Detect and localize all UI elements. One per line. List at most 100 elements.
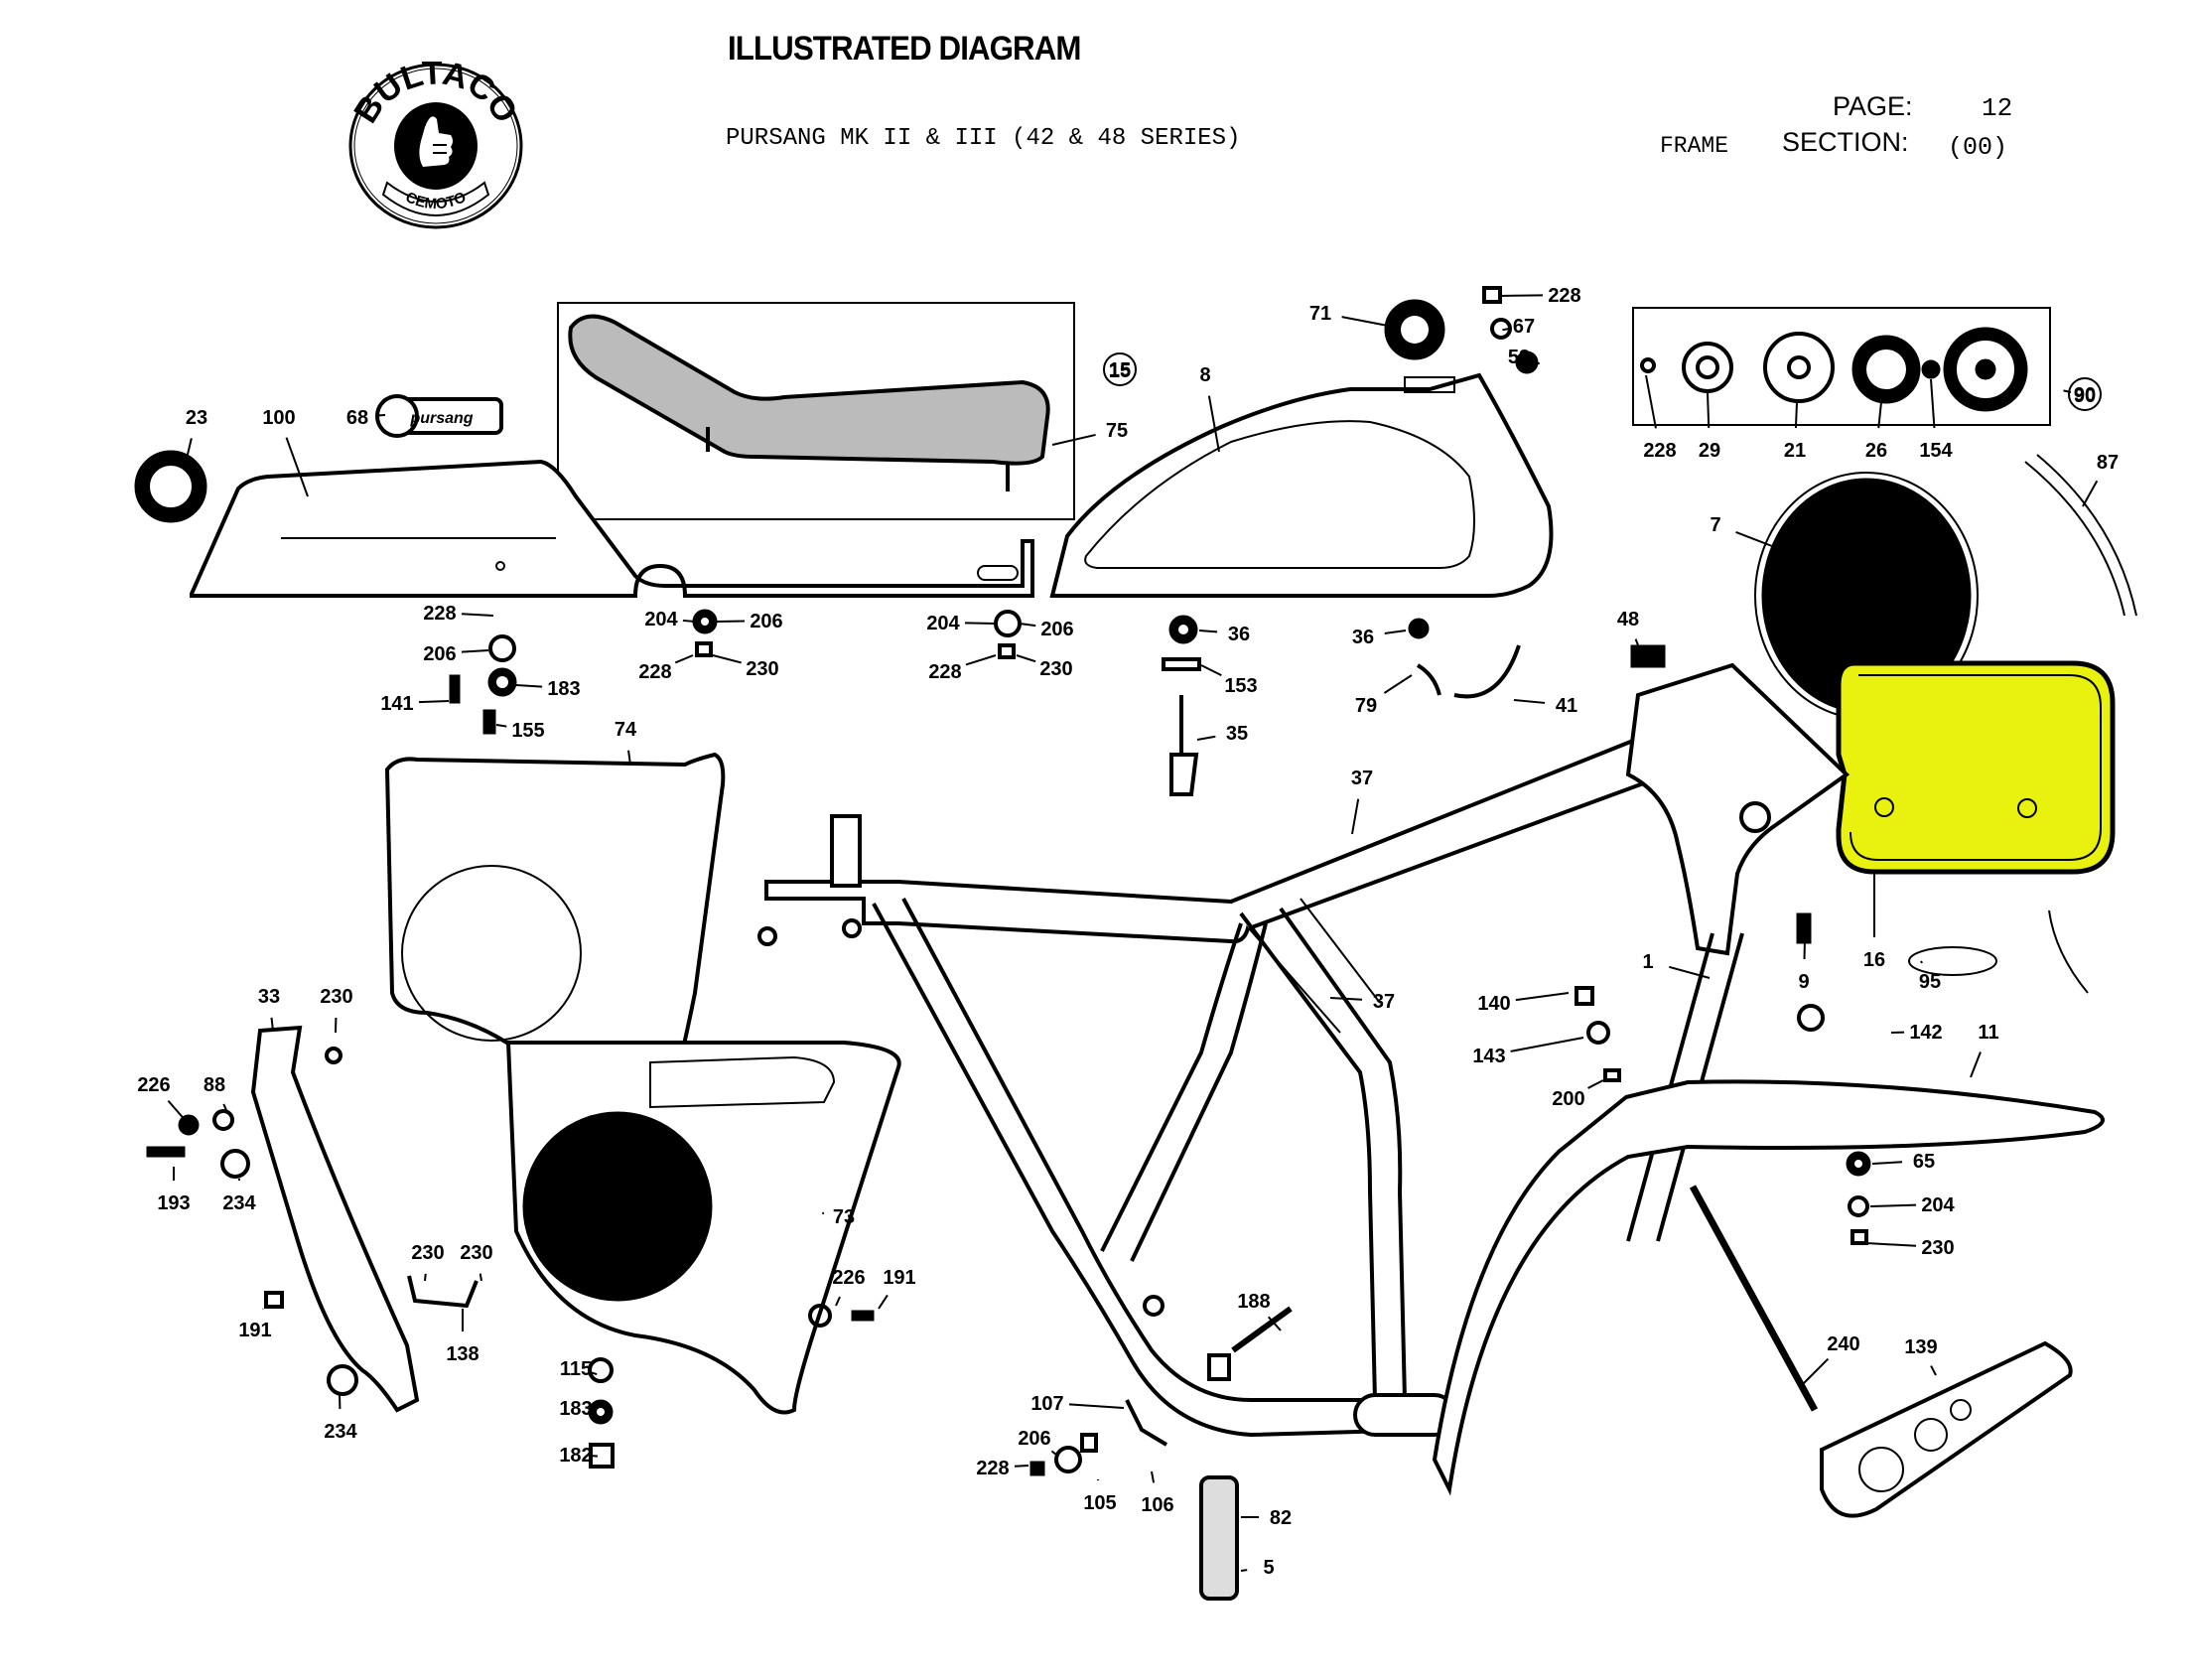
part-label-141[interactable]: 141 bbox=[380, 693, 413, 715]
part-label-234[interactable]: 234 bbox=[324, 1421, 357, 1443]
part-label-240[interactable]: 240 bbox=[1827, 1333, 1859, 1355]
part-label-143[interactable]: 143 bbox=[1472, 1046, 1505, 1067]
part-label-65[interactable]: 65 bbox=[1913, 1151, 1935, 1173]
part-label-226[interactable]: 226 bbox=[832, 1267, 865, 1289]
leader-line bbox=[1014, 1465, 1029, 1468]
part-label-75[interactable]: 75 bbox=[1106, 420, 1128, 442]
part-label-154[interactable]: 154 bbox=[1919, 440, 1953, 462]
part-label-82[interactable]: 82 bbox=[1270, 1507, 1292, 1529]
pursang-decal[interactable]: pursang bbox=[375, 394, 503, 438]
part-label-228[interactable]: 228 bbox=[1643, 440, 1676, 462]
leader-line bbox=[1196, 735, 1216, 741]
part-label-193[interactable]: 193 bbox=[157, 1192, 190, 1214]
part-label-74[interactable]: 74 bbox=[615, 719, 637, 741]
part-label-41[interactable]: 41 bbox=[1556, 695, 1577, 717]
part-label-88[interactable]: 88 bbox=[204, 1074, 225, 1096]
part-label-200[interactable]: 200 bbox=[1552, 1088, 1584, 1110]
part-label-204[interactable]: 204 bbox=[1921, 1194, 1955, 1216]
part-label-53[interactable]: 53 bbox=[1508, 347, 1530, 368]
part-label-228[interactable]: 228 bbox=[976, 1458, 1009, 1479]
part-label-206[interactable]: 206 bbox=[1018, 1428, 1050, 1450]
part-label-107[interactable]: 107 bbox=[1030, 1393, 1063, 1415]
part-label-8[interactable]: 8 bbox=[1199, 364, 1210, 386]
part-label-15[interactable]: 15 bbox=[1109, 360, 1131, 382]
part-label-7[interactable]: 7 bbox=[1710, 514, 1720, 536]
part-label-9[interactable]: 9 bbox=[1798, 971, 1809, 993]
part-label-206[interactable]: 206 bbox=[1040, 619, 1073, 640]
number-plate-holder-33[interactable] bbox=[250, 1025, 420, 1413]
part-label-230[interactable]: 230 bbox=[1921, 1237, 1954, 1259]
part-label-37[interactable]: 37 bbox=[1373, 991, 1395, 1013]
part-label-191[interactable]: 191 bbox=[238, 1320, 271, 1341]
part-label-138[interactable]: 138 bbox=[446, 1343, 479, 1365]
part-label-105[interactable]: 105 bbox=[1083, 1492, 1116, 1514]
frame-1[interactable] bbox=[757, 662, 1850, 1438]
part-label-11[interactable]: 11 bbox=[1978, 1022, 1998, 1044]
part-label-228[interactable]: 228 bbox=[423, 603, 456, 625]
part-label-67[interactable]: 67 bbox=[1513, 316, 1535, 338]
part-label-230[interactable]: 230 bbox=[411, 1242, 444, 1264]
part-label-35[interactable]: 35 bbox=[1226, 723, 1248, 745]
part-label-36[interactable]: 36 bbox=[1352, 627, 1374, 648]
part-label-191[interactable]: 191 bbox=[883, 1267, 915, 1289]
part-label-73[interactable]: 73 bbox=[833, 1206, 855, 1228]
highlighted-part-16[interactable] bbox=[1836, 660, 2116, 875]
leader-line bbox=[1351, 798, 1360, 835]
assembly-ref-90[interactable] bbox=[2068, 377, 2102, 411]
front-fender-11[interactable] bbox=[1432, 1079, 2105, 1496]
part-label-182[interactable]: 182 bbox=[559, 1445, 592, 1467]
part-label-183[interactable]: 183 bbox=[559, 1398, 592, 1420]
part-label-26[interactable]: 26 bbox=[1865, 440, 1887, 462]
part-label-228[interactable]: 228 bbox=[638, 661, 671, 683]
part-label-142[interactable]: 142 bbox=[1909, 1022, 1942, 1044]
part-label-206[interactable]: 206 bbox=[750, 611, 782, 632]
part-label-204[interactable]: 204 bbox=[926, 613, 960, 634]
part-label-183[interactable]: 183 bbox=[547, 678, 580, 700]
part-label-115[interactable]: 115 bbox=[560, 1358, 592, 1380]
assembly-ref-label-90[interactable]: 90 bbox=[2074, 384, 2096, 406]
part-label-230[interactable]: 230 bbox=[1039, 658, 1072, 680]
part-label-230[interactable]: 230 bbox=[746, 658, 778, 680]
leader-line bbox=[1498, 294, 1544, 297]
rear-fender-tail[interactable] bbox=[190, 459, 1034, 598]
part-label-36[interactable]: 36 bbox=[1228, 624, 1250, 645]
part-label-87[interactable]: 87 bbox=[2097, 452, 2119, 474]
part-label-153[interactable]: 153 bbox=[1224, 675, 1257, 697]
part-label-100[interactable]: 100 bbox=[262, 407, 295, 429]
part-label-33[interactable]: 33 bbox=[258, 986, 280, 1008]
bracket-138[interactable] bbox=[407, 1275, 479, 1309]
part-label-1[interactable]: 1 bbox=[1642, 951, 1653, 973]
part-label-16[interactable]: 16 bbox=[1863, 949, 1885, 971]
assembly-ref-15[interactable] bbox=[1103, 352, 1137, 386]
part-label-90[interactable]: 90 bbox=[2074, 385, 2096, 407]
part-label-228[interactable]: 228 bbox=[1548, 285, 1580, 307]
part-label-79[interactable]: 79 bbox=[1355, 695, 1377, 717]
part-label-5[interactable]: 5 bbox=[1263, 1557, 1274, 1579]
part-label-206[interactable]: 206 bbox=[423, 643, 456, 665]
part-label-140[interactable]: 140 bbox=[1477, 993, 1510, 1015]
part-label-204[interactable]: 204 bbox=[644, 609, 678, 630]
footrest-82[interactable] bbox=[1199, 1475, 1239, 1601]
part-label-23[interactable]: 23 bbox=[186, 407, 207, 429]
part-label-226[interactable]: 226 bbox=[137, 1074, 170, 1096]
part-label-230[interactable]: 230 bbox=[320, 986, 352, 1008]
fuel-tank[interactable] bbox=[1049, 372, 1554, 598]
rod-240[interactable] bbox=[1689, 1185, 1819, 1412]
part-label-155[interactable]: 155 bbox=[511, 720, 544, 742]
part-label-234[interactable]: 234 bbox=[222, 1192, 256, 1214]
side-panel-74[interactable] bbox=[384, 752, 726, 1084]
part-label-139[interactable]: 139 bbox=[1904, 1336, 1937, 1358]
seat[interactable] bbox=[568, 314, 1050, 491]
part-label-21[interactable]: 21 bbox=[1784, 440, 1806, 462]
part-label-68[interactable]: 68 bbox=[346, 407, 368, 429]
part-label-188[interactable]: 188 bbox=[1237, 1291, 1270, 1313]
part-label-29[interactable]: 29 bbox=[1699, 440, 1720, 462]
part-label-71[interactable]: 71 bbox=[1309, 303, 1331, 325]
assembly-ref-label-15[interactable]: 15 bbox=[1109, 359, 1131, 381]
part-label-48[interactable]: 48 bbox=[1617, 609, 1639, 630]
part-label-228[interactable]: 228 bbox=[928, 661, 961, 683]
part-label-37[interactable]: 37 bbox=[1351, 768, 1373, 789]
part-label-95[interactable]: 95 bbox=[1919, 971, 1941, 993]
part-label-106[interactable]: 106 bbox=[1141, 1494, 1173, 1516]
part-label-230[interactable]: 230 bbox=[460, 1242, 492, 1264]
